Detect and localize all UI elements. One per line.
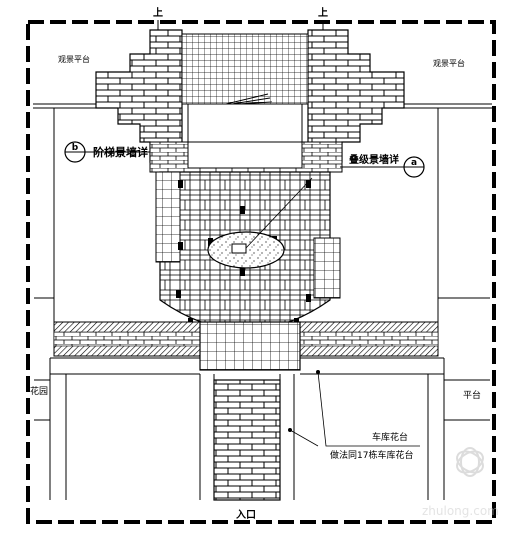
watermark-text: zhulong.com — [422, 504, 499, 518]
leader-lines — [287, 369, 420, 447]
stair-landing — [149, 141, 343, 173]
detail-marker-a-letter: a — [411, 158, 417, 168]
watermark-logo: zhulong.com — [422, 447, 499, 518]
detail-marker-b-letter: b — [72, 143, 79, 153]
detail-marker-a: a — [340, 156, 425, 178]
oval-feature — [207, 177, 313, 269]
label-terrace-left: 观景平台 — [58, 54, 90, 64]
label-terrace-small: 平台 — [463, 389, 481, 401]
upper-grid-paving — [181, 33, 309, 105]
label-up-right: 上 — [318, 6, 328, 19]
hedge-bands — [53, 321, 439, 357]
forecourt-tiles — [199, 321, 301, 371]
detail-marker-b: b — [64, 141, 150, 163]
label-up-left: 上 — [153, 6, 163, 19]
label-stair-wall-detail: 阶梯景墙详 — [93, 145, 148, 159]
label-garden: 花园 — [30, 385, 48, 397]
label-garage-garden-ref: 做法同17栋车库花台 — [330, 449, 413, 461]
label-garage-garden: 车库花台 — [372, 431, 408, 443]
label-wall-detail: 叠级景墙详 — [349, 153, 399, 166]
entrance-path — [213, 379, 281, 501]
label-terrace-right: 观景平台 — [433, 58, 465, 68]
site-boundary — [26, 20, 496, 524]
stair-opening — [187, 93, 303, 143]
label-entrance: 入口 — [236, 509, 256, 521]
